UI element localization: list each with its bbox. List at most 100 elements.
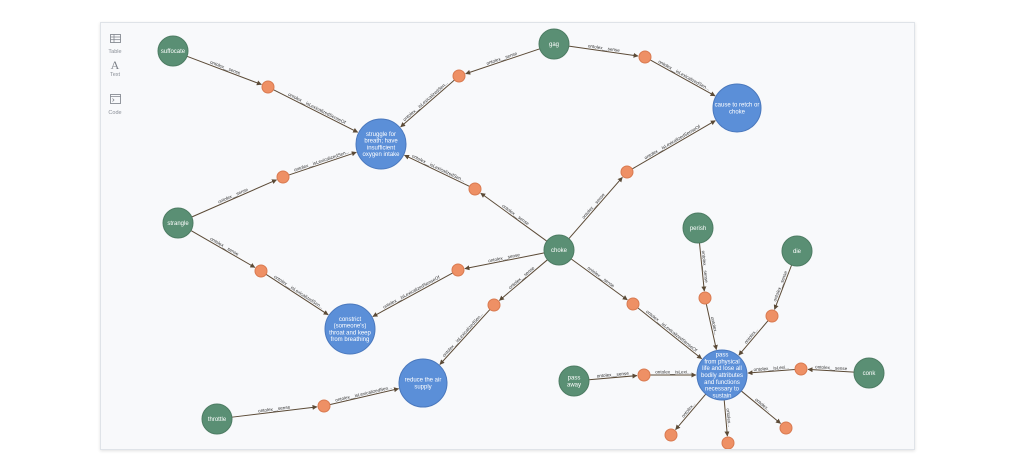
node-circle[interactable] [254, 264, 268, 278]
edge-line[interactable] [807, 367, 855, 373]
graph-edge[interactable]: ontolex__sense [772, 264, 793, 310]
relation-node[interactable] [254, 264, 268, 278]
edge-line[interactable] [570, 258, 628, 301]
node-circle[interactable] [779, 421, 793, 435]
node-circle[interactable] [157, 35, 189, 67]
relation-node[interactable] [637, 368, 651, 382]
graph-edge[interactable]: ontolex... [723, 399, 732, 437]
relation-node[interactable] [765, 309, 779, 323]
graph-edge[interactable]: ontolex__sense [186, 55, 262, 86]
edge-line[interactable] [773, 264, 793, 310]
edge-line[interactable] [400, 79, 455, 128]
code-view-button[interactable]: Code [102, 91, 128, 116]
edge-line[interactable] [740, 390, 781, 424]
edge-line[interactable] [499, 259, 548, 301]
table-view-button[interactable]: Table [102, 30, 128, 55]
node-circle[interactable] [317, 399, 331, 413]
node-circle[interactable] [620, 165, 634, 179]
word-node-conk[interactable]: conk [853, 357, 885, 389]
node-circle[interactable] [682, 212, 714, 244]
edge-line[interactable] [273, 89, 359, 133]
graph-edge[interactable]: ontolex__isLexicalizedSen... [288, 149, 357, 176]
graph-edge[interactable]: ontolex... [705, 303, 719, 351]
text-view-button[interactable]: A Text [102, 59, 128, 78]
graph-edge[interactable]: ontolex... [740, 390, 781, 424]
relation-node[interactable] [638, 50, 652, 64]
relation-node[interactable] [794, 362, 808, 376]
relation-node[interactable] [620, 165, 634, 179]
word-node-perish[interactable]: perish [682, 212, 714, 244]
edge-line[interactable] [480, 192, 548, 242]
graph-edge[interactable]: ontolex__sense [190, 230, 256, 268]
graph-edge[interactable]: ontolex__isLexicalizedSen... [404, 153, 470, 187]
graph-edge[interactable]: ontolex__isLexicalizedSen... [265, 273, 329, 316]
node-circle[interactable] [781, 235, 813, 267]
graph-edge[interactable]: ontolex... [675, 393, 707, 430]
graph-edge[interactable]: ontolex__isLexi... [650, 370, 697, 378]
node-circle[interactable] [794, 362, 808, 376]
node-circle[interactable] [637, 368, 651, 382]
graph-edge[interactable]: ontolex__isLexicalizedSenseOf [372, 272, 453, 317]
edge-line[interactable] [186, 55, 262, 86]
edge-line[interactable] [698, 242, 707, 292]
edge-line[interactable] [588, 373, 638, 381]
edge-line[interactable] [637, 307, 703, 360]
node-circle[interactable] [452, 69, 466, 83]
word-node-die[interactable]: die [781, 235, 813, 267]
graph-edge[interactable]: ontolex__sense [191, 179, 277, 218]
graph-edge[interactable]: ontolex__sense [570, 258, 628, 301]
word-node-choke[interactable]: choke [543, 234, 575, 266]
edge-line[interactable] [329, 387, 400, 406]
node-circle[interactable] [765, 309, 779, 323]
node-circle[interactable] [468, 182, 482, 196]
relation-node[interactable] [452, 69, 466, 83]
graph-edge[interactable]: ontolex__isLexicalizedSen... [400, 79, 455, 128]
relation-node[interactable] [487, 298, 501, 312]
node-circle[interactable] [721, 436, 735, 449]
word-node-gag[interactable]: gag [538, 28, 570, 60]
node-circle[interactable] [355, 118, 407, 170]
edge-line[interactable] [723, 399, 730, 437]
edge-line[interactable] [404, 154, 470, 187]
node-circle[interactable] [696, 349, 748, 401]
graph-edge[interactable]: ontolex__isLexi... [747, 364, 796, 376]
node-circle[interactable] [276, 170, 290, 184]
node-circle[interactable] [451, 263, 465, 277]
edge-line[interactable] [631, 120, 716, 170]
relation-node[interactable] [779, 421, 793, 435]
edge-line[interactable] [650, 59, 716, 97]
node-circle[interactable] [638, 50, 652, 64]
graph-edge[interactable]: ontolex__isLexicalizedSenseOf [631, 120, 716, 170]
node-circle[interactable] [324, 303, 376, 355]
word-node-strangle[interactable]: strangle [162, 207, 194, 239]
edge-line[interactable] [265, 273, 329, 316]
graph-edge[interactable]: ontolex__sense [568, 176, 623, 240]
node-circle[interactable] [698, 291, 712, 305]
edge-line[interactable] [190, 230, 256, 268]
edge-line[interactable] [738, 320, 769, 356]
edge-line[interactable] [465, 48, 540, 75]
graph-edge[interactable]: ontolex... [738, 320, 769, 356]
edge-line[interactable] [464, 252, 545, 271]
node-circle[interactable] [853, 357, 885, 389]
edge-line[interactable] [568, 45, 639, 58]
knowledge-graph-canvas[interactable]: ontolex__senseontolex__isLexicalizedSens… [101, 23, 915, 450]
graph-edge[interactable]: ontolex__sense [499, 259, 548, 301]
relation-node[interactable] [698, 291, 712, 305]
graph-edge[interactable]: ontolex__sense [568, 43, 639, 58]
graph-edge[interactable]: ontolex__sense [231, 405, 318, 418]
relation-node[interactable] [451, 263, 465, 277]
graph-edge[interactable]: ontolex__isLexicalizedSenseOf [273, 89, 359, 133]
relation-node[interactable] [721, 436, 735, 449]
edge-line[interactable] [675, 393, 707, 430]
node-circle[interactable] [201, 403, 233, 435]
graph-edge[interactable]: ontolex__sense [588, 371, 638, 381]
word-node-suffocate[interactable]: suffocate [157, 35, 189, 67]
node-circle[interactable] [664, 428, 678, 442]
edge-line[interactable] [747, 368, 796, 376]
relation-node[interactable] [261, 80, 275, 94]
graph-edge[interactable]: ontolex__isLexicalizedSenseOf [637, 307, 703, 360]
edge-line[interactable] [288, 151, 357, 176]
